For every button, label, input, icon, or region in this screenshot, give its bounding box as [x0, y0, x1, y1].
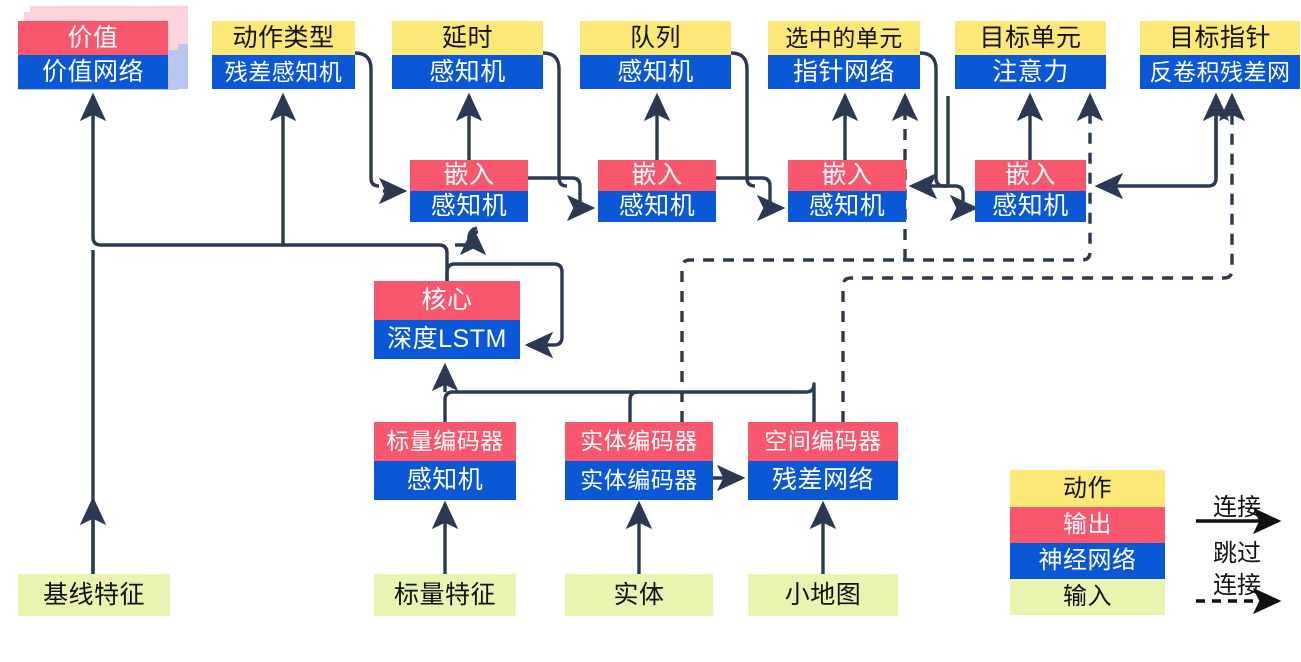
wire-selected-right-hook — [919, 51, 948, 188]
legend-skip-label-line2: 连接 — [1213, 572, 1261, 599]
wire-core-to-value — [79, 92, 449, 281]
skip-entity-to-attention — [680, 100, 1092, 422]
wire-entity-to-bus — [628, 390, 639, 422]
node-embed-4-output: 嵌入 — [975, 160, 1086, 191]
node-target-pointer[interactable]: 目标指针 反卷积残差网 — [1140, 21, 1300, 89]
node-embed-3-output: 嵌入 — [788, 160, 906, 191]
node-queue-network: 感知机 — [580, 55, 731, 89]
node-core-network: 深度LSTM — [374, 320, 520, 359]
node-core-output: 核心 — [374, 281, 520, 320]
legend-connection-label: 连接 — [1213, 494, 1261, 521]
node-embed-2-network: 感知机 — [598, 191, 716, 222]
node-queue[interactable]: 队列 感知机 — [580, 21, 731, 89]
wire-to-embed4 — [948, 184, 979, 222]
node-embed-2[interactable]: 嵌入 感知机 — [598, 160, 716, 222]
node-target-unit-network: 注意力 — [955, 55, 1106, 89]
node-selected-unit-network: 指针网络 — [768, 55, 920, 89]
legend-output-label: 输出 — [1010, 507, 1165, 543]
node-value[interactable]: 价值 价值网络 — [18, 21, 168, 89]
node-baseline-features[interactable]: 基线特征 — [18, 574, 170, 616]
wire-bus-encoder-top — [443, 382, 816, 422]
wire-embed1-to-embed2 — [528, 176, 596, 222]
wire-delay-right-hook — [542, 51, 568, 188]
node-entities[interactable]: 实体 — [565, 574, 713, 616]
node-target-unit-action: 目标单元 — [955, 21, 1106, 55]
node-selected-unit[interactable]: 选中的单元 指针网络 — [768, 21, 920, 89]
node-action-type-network: 残差感知机 — [212, 55, 355, 89]
legend-swatch-stack: 动作 输出 神经网络 输入 — [1010, 470, 1165, 615]
wire-bus-to-embed1-curve — [468, 230, 479, 245]
node-delay-action: 延时 — [392, 21, 543, 55]
node-spatial-encoder[interactable]: 空间编码器 残差网络 — [748, 422, 898, 500]
node-embed-2-output: 嵌入 — [598, 160, 716, 191]
node-minimap[interactable]: 小地图 — [748, 574, 898, 616]
node-scalar-features[interactable]: 标量特征 — [374, 574, 516, 616]
node-action-type[interactable]: 动作类型 残差感知机 — [212, 21, 355, 89]
node-scalar-encoder-output: 标量编码器 — [374, 422, 516, 461]
node-embed-1-network: 感知机 — [410, 191, 528, 222]
node-value-network: 价值网络 — [18, 55, 168, 89]
node-embed-4[interactable]: 嵌入 感知机 — [975, 160, 1086, 222]
node-delay[interactable]: 延时 感知机 — [392, 21, 543, 89]
node-queue-action: 队列 — [580, 21, 731, 55]
node-target-unit[interactable]: 目标单元 注意力 — [955, 21, 1106, 89]
node-entity-encoder[interactable]: 实体编码器 实体编码器 — [565, 422, 713, 500]
wire-targetpointer-to-embed4 — [1094, 96, 1218, 200]
node-entity-encoder-network: 实体编码器 — [565, 461, 713, 500]
skip-spatial-to-target-pointer — [841, 100, 1234, 422]
node-scalar-encoder[interactable]: 标量编码器 感知机 — [374, 422, 516, 500]
wire-embed2-to-embed3 — [716, 176, 786, 222]
node-embed-1-output: 嵌入 — [410, 160, 528, 191]
node-embed-4-network: 感知机 — [975, 191, 1086, 222]
node-entity-encoder-output: 实体编码器 — [565, 422, 713, 461]
node-embed-1[interactable]: 嵌入 感知机 — [410, 160, 528, 222]
wire-bus-to-embed1 — [455, 226, 487, 256]
legend-input-label: 输入 — [1010, 579, 1165, 615]
node-core[interactable]: 核心 深度LSTM — [374, 281, 520, 359]
node-target-pointer-action: 目标指针 — [1140, 21, 1300, 55]
node-embed-3-network: 感知机 — [788, 191, 906, 222]
wire-bus-embed1-a — [467, 226, 478, 245]
node-value-action: 价值 — [18, 21, 168, 55]
node-selected-unit-action: 选中的单元 — [768, 21, 920, 55]
legend-network-label: 神经网络 — [1010, 543, 1165, 579]
node-embed-3[interactable]: 嵌入 感知机 — [788, 160, 906, 222]
wire-actiontype-right-hook — [354, 51, 380, 188]
node-target-pointer-network: 反卷积残差网 — [1140, 55, 1300, 89]
legend-action-label: 动作 — [1010, 470, 1165, 507]
node-spatial-encoder-output: 空间编码器 — [748, 422, 898, 461]
wire-queue-right-hook — [730, 51, 756, 188]
legend-skip-label-line1: 跳过 — [1213, 540, 1261, 567]
node-scalar-encoder-network: 感知机 — [374, 461, 516, 500]
node-delay-network: 感知机 — [392, 55, 543, 89]
node-spatial-encoder-network: 残差网络 — [748, 461, 898, 500]
node-action-type-action: 动作类型 — [212, 21, 355, 55]
